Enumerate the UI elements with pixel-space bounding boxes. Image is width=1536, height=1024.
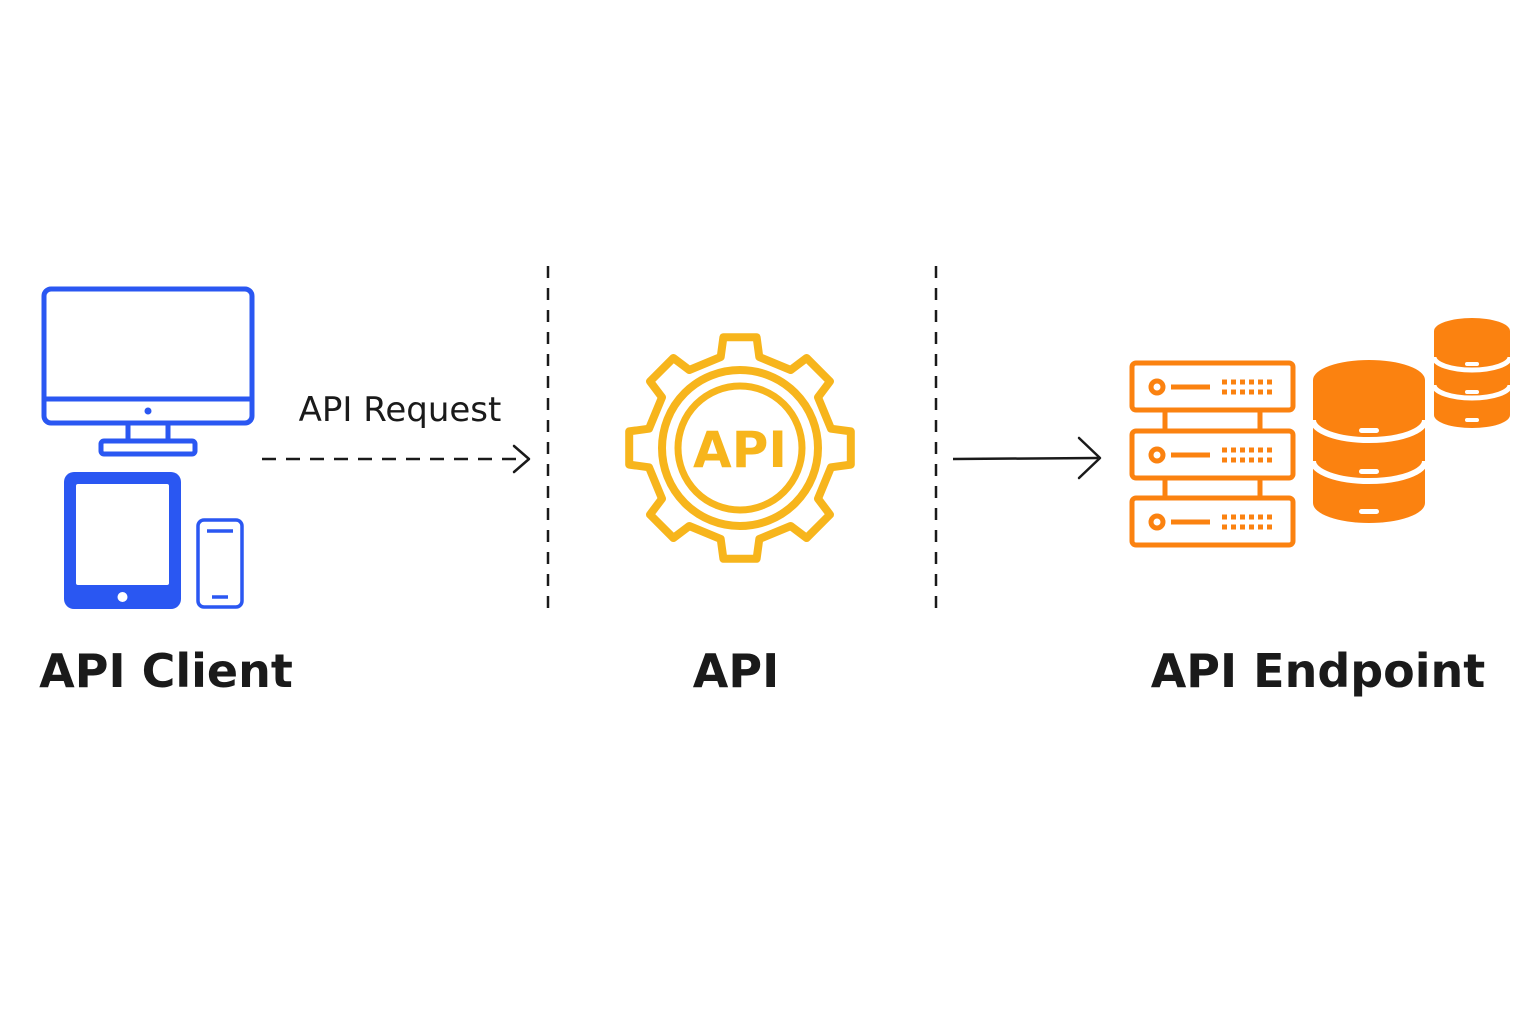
vent-dot [1249, 524, 1254, 530]
database-icon [1310, 360, 1428, 523]
vent-dot [1249, 447, 1254, 453]
vent-dot [1240, 379, 1245, 385]
vent-dot [1258, 379, 1263, 385]
tablet-icon [64, 472, 181, 609]
vent-dot [1267, 447, 1272, 453]
vent-dot [1240, 447, 1245, 453]
vent-dot [1231, 379, 1236, 385]
vent-dot [1231, 447, 1236, 453]
vent-dot [1240, 389, 1245, 395]
vent-dot [1258, 389, 1263, 395]
database-icon [1431, 318, 1513, 428]
desktop-monitor-icon [41, 286, 255, 457]
vent-dot [1267, 379, 1272, 385]
arrowhead-icon [512, 444, 531, 474]
vent-dot [1231, 524, 1236, 530]
arrowhead-icon [1077, 436, 1102, 480]
gear-inner-ring [674, 382, 806, 514]
server-vent-dots [1222, 379, 1272, 530]
vent-dot [1258, 447, 1263, 453]
vent-dot [1222, 514, 1227, 520]
vent-dot [1267, 389, 1272, 395]
vent-dot [1231, 389, 1236, 395]
vent-dot [1258, 457, 1263, 463]
gear-outline [625, 333, 855, 563]
vent-dot [1249, 514, 1254, 520]
vent-dot [1267, 524, 1272, 530]
vent-dot [1222, 389, 1227, 395]
vent-dot [1240, 524, 1245, 530]
vent-dot [1267, 514, 1272, 520]
node-label-endpoint: API Endpoint [1151, 644, 1486, 698]
gear-outer-ring [658, 366, 822, 530]
vent-dot [1240, 457, 1245, 463]
vent-dot [1231, 514, 1236, 520]
edge-line-solid [952, 456, 1099, 461]
smartphone-icon [196, 518, 244, 609]
edge-api-to-endpoint [952, 436, 1102, 480]
gear-badge-text: API [693, 421, 787, 479]
edge-label-api-request: API Request [299, 390, 502, 430]
vent-dot [1249, 457, 1254, 463]
endpoint-icon-group [1129, 318, 1513, 548]
vent-dot [1258, 524, 1263, 530]
vent-dot [1231, 457, 1236, 463]
vent-dot [1267, 457, 1272, 463]
vent-dot [1249, 389, 1254, 395]
vent-dot [1222, 524, 1227, 530]
client-icon-group [41, 286, 255, 609]
vent-dot [1222, 447, 1227, 453]
vent-dot [1222, 379, 1227, 385]
vent-dot [1249, 379, 1254, 385]
server-rack-icon [1129, 360, 1296, 548]
vent-dot [1240, 514, 1245, 520]
gear-icon: API [625, 333, 855, 563]
vent-dot [1258, 514, 1263, 520]
edge-client-to-api: API Request [262, 390, 531, 474]
node-label-client: API Client [39, 644, 293, 698]
monitor-power-dot [144, 407, 152, 415]
node-label-api: API [693, 644, 779, 698]
vent-dot [1222, 457, 1227, 463]
